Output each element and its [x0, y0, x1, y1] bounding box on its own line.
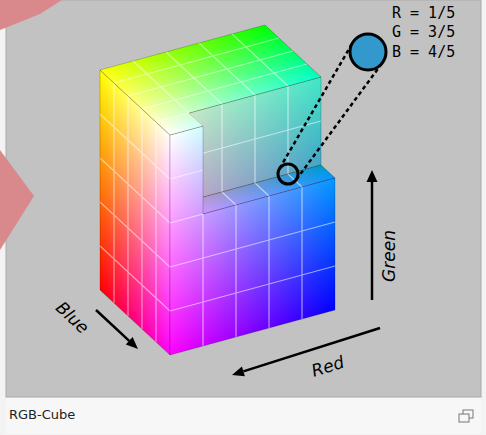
front-red-layer [170, 90, 335, 355]
sample-marker [278, 164, 298, 184]
expand-icon [459, 414, 469, 422]
front-green-layer [170, 90, 335, 355]
callout-leader [280, 42, 353, 168]
arrow-head [232, 367, 245, 377]
top-grid [100, 25, 335, 135]
callout-leader [296, 62, 383, 180]
caption-bar [6, 398, 481, 434]
top-blue-layer [100, 25, 335, 135]
rgb-value-label: B = 4/5 [392, 44, 455, 61]
color-swatch-circle [350, 34, 386, 70]
top-outline [100, 25, 335, 135]
axis-label: Green [380, 230, 400, 282]
figure-panel [6, 0, 481, 397]
decor-swoosh [0, 0, 62, 30]
front-grid [170, 134, 335, 355]
cube-top-face [100, 25, 335, 135]
rgb-value-label: R = 1/5 [392, 5, 455, 22]
figure-caption: RGB-Cube [9, 408, 75, 423]
rgb-value-label: G = 3/5 [392, 24, 455, 41]
decor-wedge [0, 150, 34, 250]
arrow-head [367, 170, 378, 182]
arrow-head [126, 337, 138, 349]
top-red-layer [100, 25, 335, 135]
green-axis-arrow [371, 182, 374, 300]
front-outline [170, 90, 335, 355]
cube-front-face [170, 90, 335, 355]
blue-axis-arrow [96, 310, 129, 341]
